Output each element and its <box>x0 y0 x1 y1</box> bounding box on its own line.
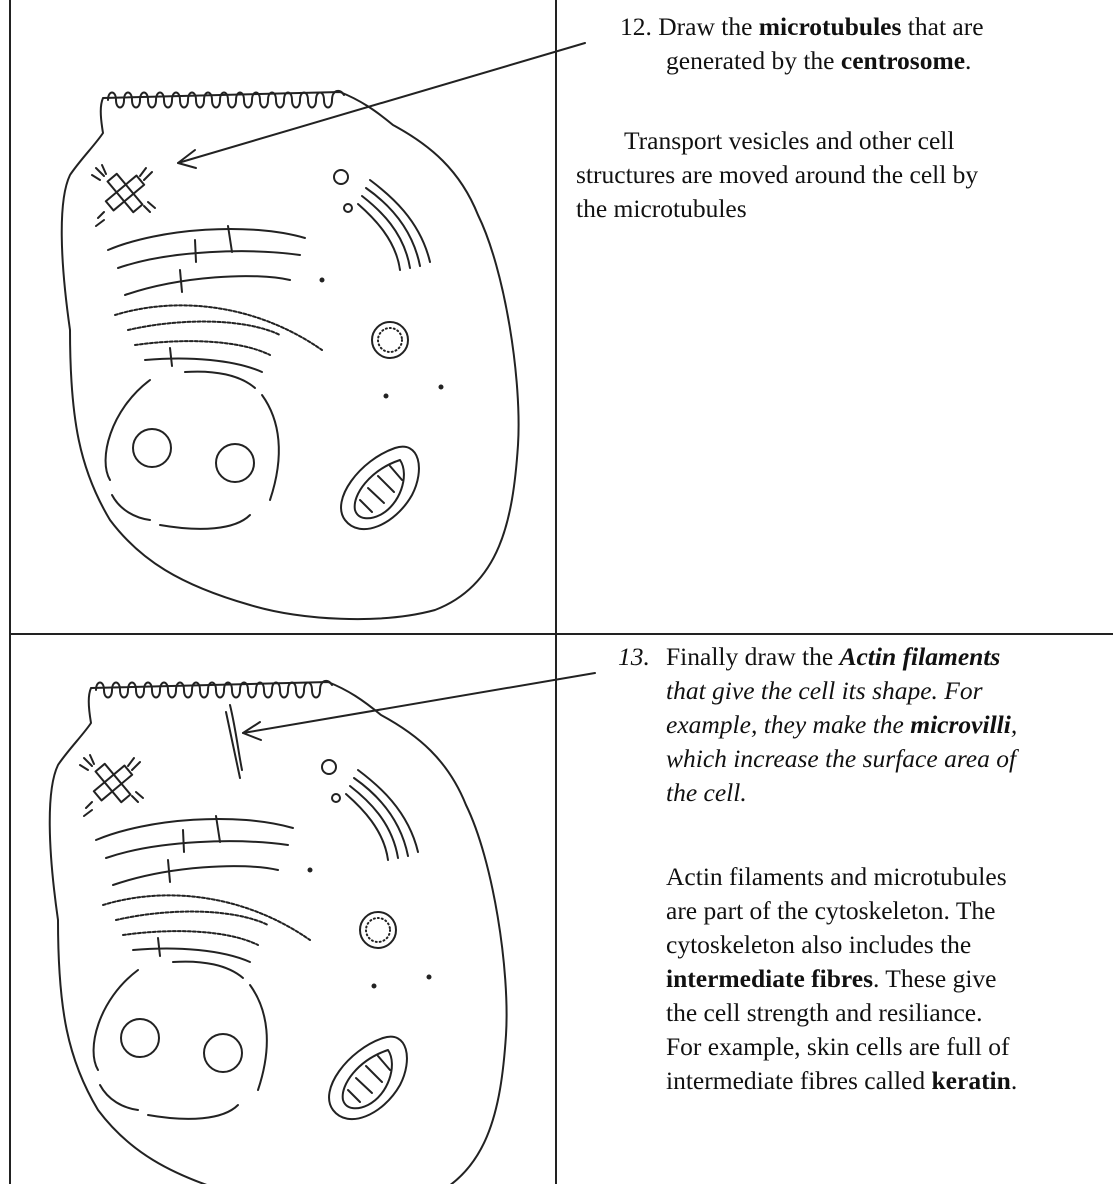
question-number: 12. <box>620 12 652 41</box>
cell-diagram-top <box>62 91 519 619</box>
question-13-note: Actin filaments and microtubules are par… <box>666 860 1106 1098</box>
arrow-to-centrosome <box>178 43 585 163</box>
question-13-instruction: 13.Finally draw the Actin filaments that… <box>618 640 1108 810</box>
actin-filament-sketch <box>226 705 242 778</box>
question-12-note: Transport vesicles and other cell struct… <box>576 124 1096 226</box>
cell-diagram-bottom <box>50 681 507 1184</box>
question-12-instruction: 12. Draw the microtubules that are gener… <box>620 10 1100 78</box>
question-number: 13. <box>618 640 666 674</box>
